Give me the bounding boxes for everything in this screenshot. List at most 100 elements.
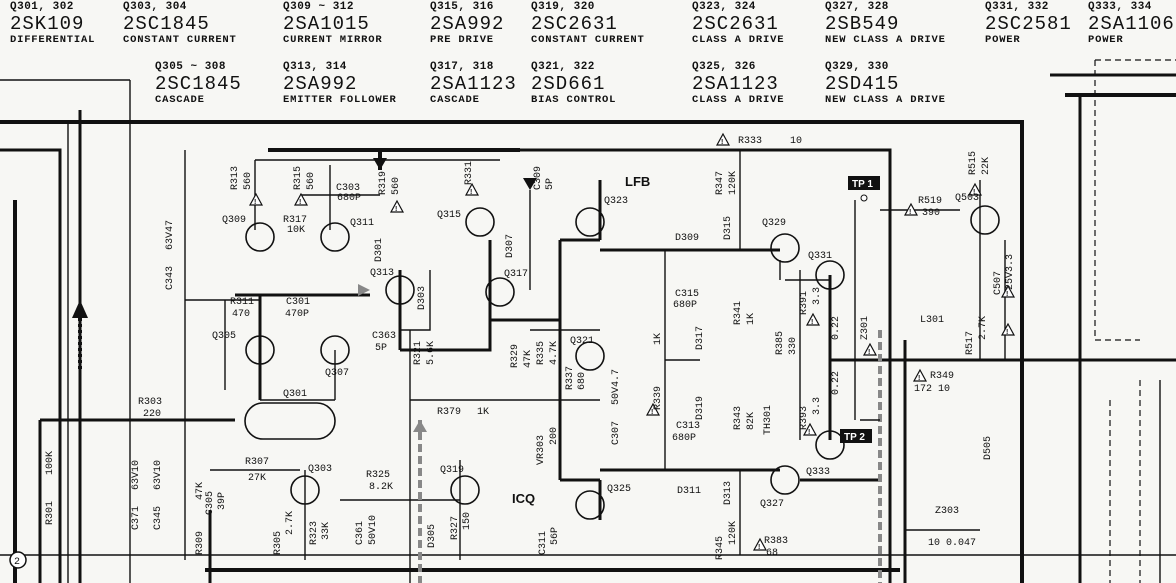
r517-value: 2.7K xyxy=(978,316,989,340)
th301-label: TH301 xyxy=(763,405,774,435)
c343-label: C343 xyxy=(165,266,176,290)
c363-label: C363 xyxy=(372,331,396,342)
transistor-part: 2SA992 xyxy=(430,13,505,35)
r321-label: R321 xyxy=(413,341,424,365)
r311-value: 470 xyxy=(232,309,250,320)
r393-label: R393 xyxy=(799,406,810,430)
r313-label: R313 xyxy=(230,166,241,190)
q303-label: Q303 xyxy=(308,464,332,475)
transistor-role: BIAS CONTROL xyxy=(531,94,617,106)
q333-label: Q333 xyxy=(806,467,830,478)
transistor-entry: Q323, 324 2SC2631 CLASS A DRIVE xyxy=(692,2,784,46)
transistor-ids: Q305 ~ 308 xyxy=(155,61,227,73)
transistor-entry: Q317, 318 2SA1123 CASCADE xyxy=(430,62,517,106)
q319-label: Q319 xyxy=(440,465,464,476)
q301-label: Q301 xyxy=(283,389,307,400)
transistor-entry: Q319, 320 2SC2631 CONSTANT CURRENT xyxy=(531,2,645,46)
transistor-entry: Q331, 332 2SC2581 POWER xyxy=(985,2,1072,46)
transistor-part: 2SD661 xyxy=(531,73,606,95)
c309-value: 5P xyxy=(545,178,556,190)
transistor-part: 2SA1106 xyxy=(1088,13,1175,35)
r313-value: 560 xyxy=(243,172,254,190)
c303-value: 680P xyxy=(337,193,361,204)
r345-label: R345 xyxy=(715,536,726,560)
q321-label: Q321 xyxy=(570,336,594,347)
d301-label: D301 xyxy=(374,238,385,262)
power-rails xyxy=(0,73,1176,583)
transistor-entry: Q315, 316 2SA992 PRE DRIVE xyxy=(430,2,504,46)
r325-value: 8.2K xyxy=(369,482,393,493)
c507-value: 25V3.3 xyxy=(1005,254,1016,290)
r323-value: 33K xyxy=(321,522,332,540)
r301-label: R301 xyxy=(45,501,56,525)
q315-label: Q315 xyxy=(437,210,461,221)
r301-value: 100K xyxy=(45,451,56,475)
c345-label: C345 xyxy=(153,506,164,530)
r333-value: 10 xyxy=(790,136,802,147)
r391-value: 3.3 xyxy=(812,287,823,305)
transistor-part: 2SK109 xyxy=(10,13,85,35)
r317-label: R317 xyxy=(283,215,307,226)
r515-value: 22K xyxy=(981,157,992,175)
transistor-entry: Q333, 334 2SA1106 POWER xyxy=(1088,2,1175,46)
c343-value: 63V47 xyxy=(165,220,176,250)
input-stage-wires xyxy=(38,150,600,583)
c311-value: 56P xyxy=(550,527,561,545)
c305-label: C305 xyxy=(205,491,216,515)
r519-value: 390 xyxy=(922,208,940,219)
q317-label: Q317 xyxy=(504,269,528,280)
r311-label: R311 xyxy=(230,297,254,308)
transistor-role: CASCADE xyxy=(430,94,480,106)
c507-label: C507 xyxy=(993,271,1004,295)
r307-label: R307 xyxy=(245,457,269,468)
r343-label: R343 xyxy=(733,406,744,430)
d305-label: D305 xyxy=(427,524,438,548)
r307-value: 27K xyxy=(248,473,266,484)
r349-value: 10 xyxy=(938,384,950,395)
r319-value: 560 xyxy=(391,177,402,195)
r323-label: R323 xyxy=(309,521,320,545)
r331-label: R331 xyxy=(464,161,475,185)
r321-value: 5.6K xyxy=(426,341,437,365)
transistor-role: PRE DRIVE xyxy=(430,34,494,46)
c309-label: C309 xyxy=(533,166,544,190)
r309-label: R309 xyxy=(195,531,206,555)
r333-label: R333 xyxy=(738,136,762,147)
transistor-part: 2SA1123 xyxy=(692,73,779,95)
l301-label: L301 xyxy=(920,315,944,326)
z303-value: 10 0.047 xyxy=(928,538,976,549)
r391-label: R391 xyxy=(799,291,810,315)
transistor-role: CONSTANT CURRENT xyxy=(531,34,645,46)
r385-label: R385 xyxy=(775,331,786,355)
d319-label: D319 xyxy=(695,396,706,420)
r349-label: R349 xyxy=(930,371,954,382)
q311-label: Q311 xyxy=(350,218,374,229)
c313-label: C313 xyxy=(676,421,700,432)
transistor-ids: Q303, 304 xyxy=(123,1,187,13)
r347-value: 120K xyxy=(728,171,739,195)
r317-value: 10K xyxy=(287,225,305,236)
d315-label: D315 xyxy=(723,216,734,240)
r327-label: R327 xyxy=(450,516,461,540)
r337-label: R337 xyxy=(565,366,576,390)
r343-value: 82K xyxy=(746,412,757,430)
r349-note: 172 xyxy=(914,384,932,395)
transistor-ids: Q327, 328 xyxy=(825,1,889,13)
r341-label: R341 xyxy=(733,301,744,325)
c315-label: C315 xyxy=(675,289,699,300)
transistors xyxy=(244,205,1000,520)
r379-value: 1K xyxy=(477,407,489,418)
transistor-entry: Q321, 322 2SD661 BIAS CONTROL xyxy=(531,62,616,106)
r327-value: 150 xyxy=(462,512,473,530)
transistor-ids: Q323, 324 xyxy=(692,1,756,13)
transistor-part: 2SC2631 xyxy=(692,13,779,35)
d307-label: D307 xyxy=(505,234,516,258)
r335-label: R335 xyxy=(536,341,547,365)
r305-label: R305 xyxy=(273,531,284,555)
transistor-ids: Q333, 334 xyxy=(1088,1,1152,13)
transistor-ids: Q315, 316 xyxy=(430,1,494,13)
q327-label: Q327 xyxy=(760,499,784,510)
c303-label: C303 xyxy=(336,183,360,194)
r515-label: R515 xyxy=(968,151,979,175)
lfb-label: LFB xyxy=(625,174,650,189)
